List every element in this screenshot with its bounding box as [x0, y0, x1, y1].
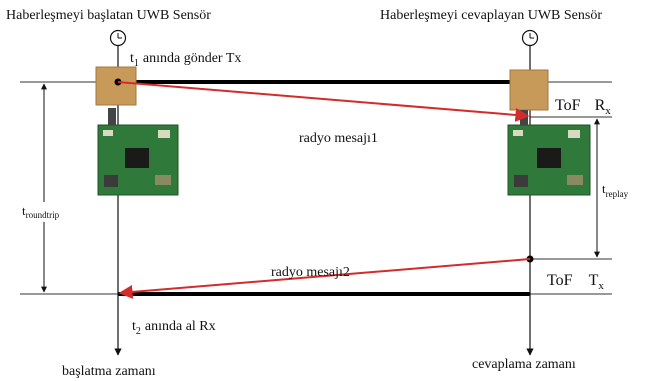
responder-antenna [509, 69, 549, 111]
responder-sensor-board [507, 110, 591, 196]
initiator-sensor-board [97, 108, 179, 196]
clock-icon [109, 29, 127, 47]
responder-title: Haberleşmeyi cevaplayan UWB Sensör [380, 8, 602, 23]
radio-message-2-arrow [118, 258, 531, 299]
initiator-title: Haberleşmeyi başlatan UWB Sensör [6, 8, 211, 23]
troundtrip-label: troundtrip [22, 203, 60, 220]
radio-message-2-label: radyo mesajı2 [271, 265, 350, 280]
responder-axis-label: cevaplama zamanı [472, 357, 576, 372]
replay-label-bg [600, 182, 658, 204]
treplay-label: treplay [602, 181, 629, 199]
roundtrip-label-bg [20, 202, 94, 222]
radio-message-1-label: radyo mesajı1 [299, 131, 378, 146]
radio-message-1-arrow [117, 81, 530, 122]
clock-icon [521, 29, 539, 47]
initiator-antenna [95, 66, 137, 106]
initiator-axis-label: başlatma zamanı [62, 364, 156, 379]
